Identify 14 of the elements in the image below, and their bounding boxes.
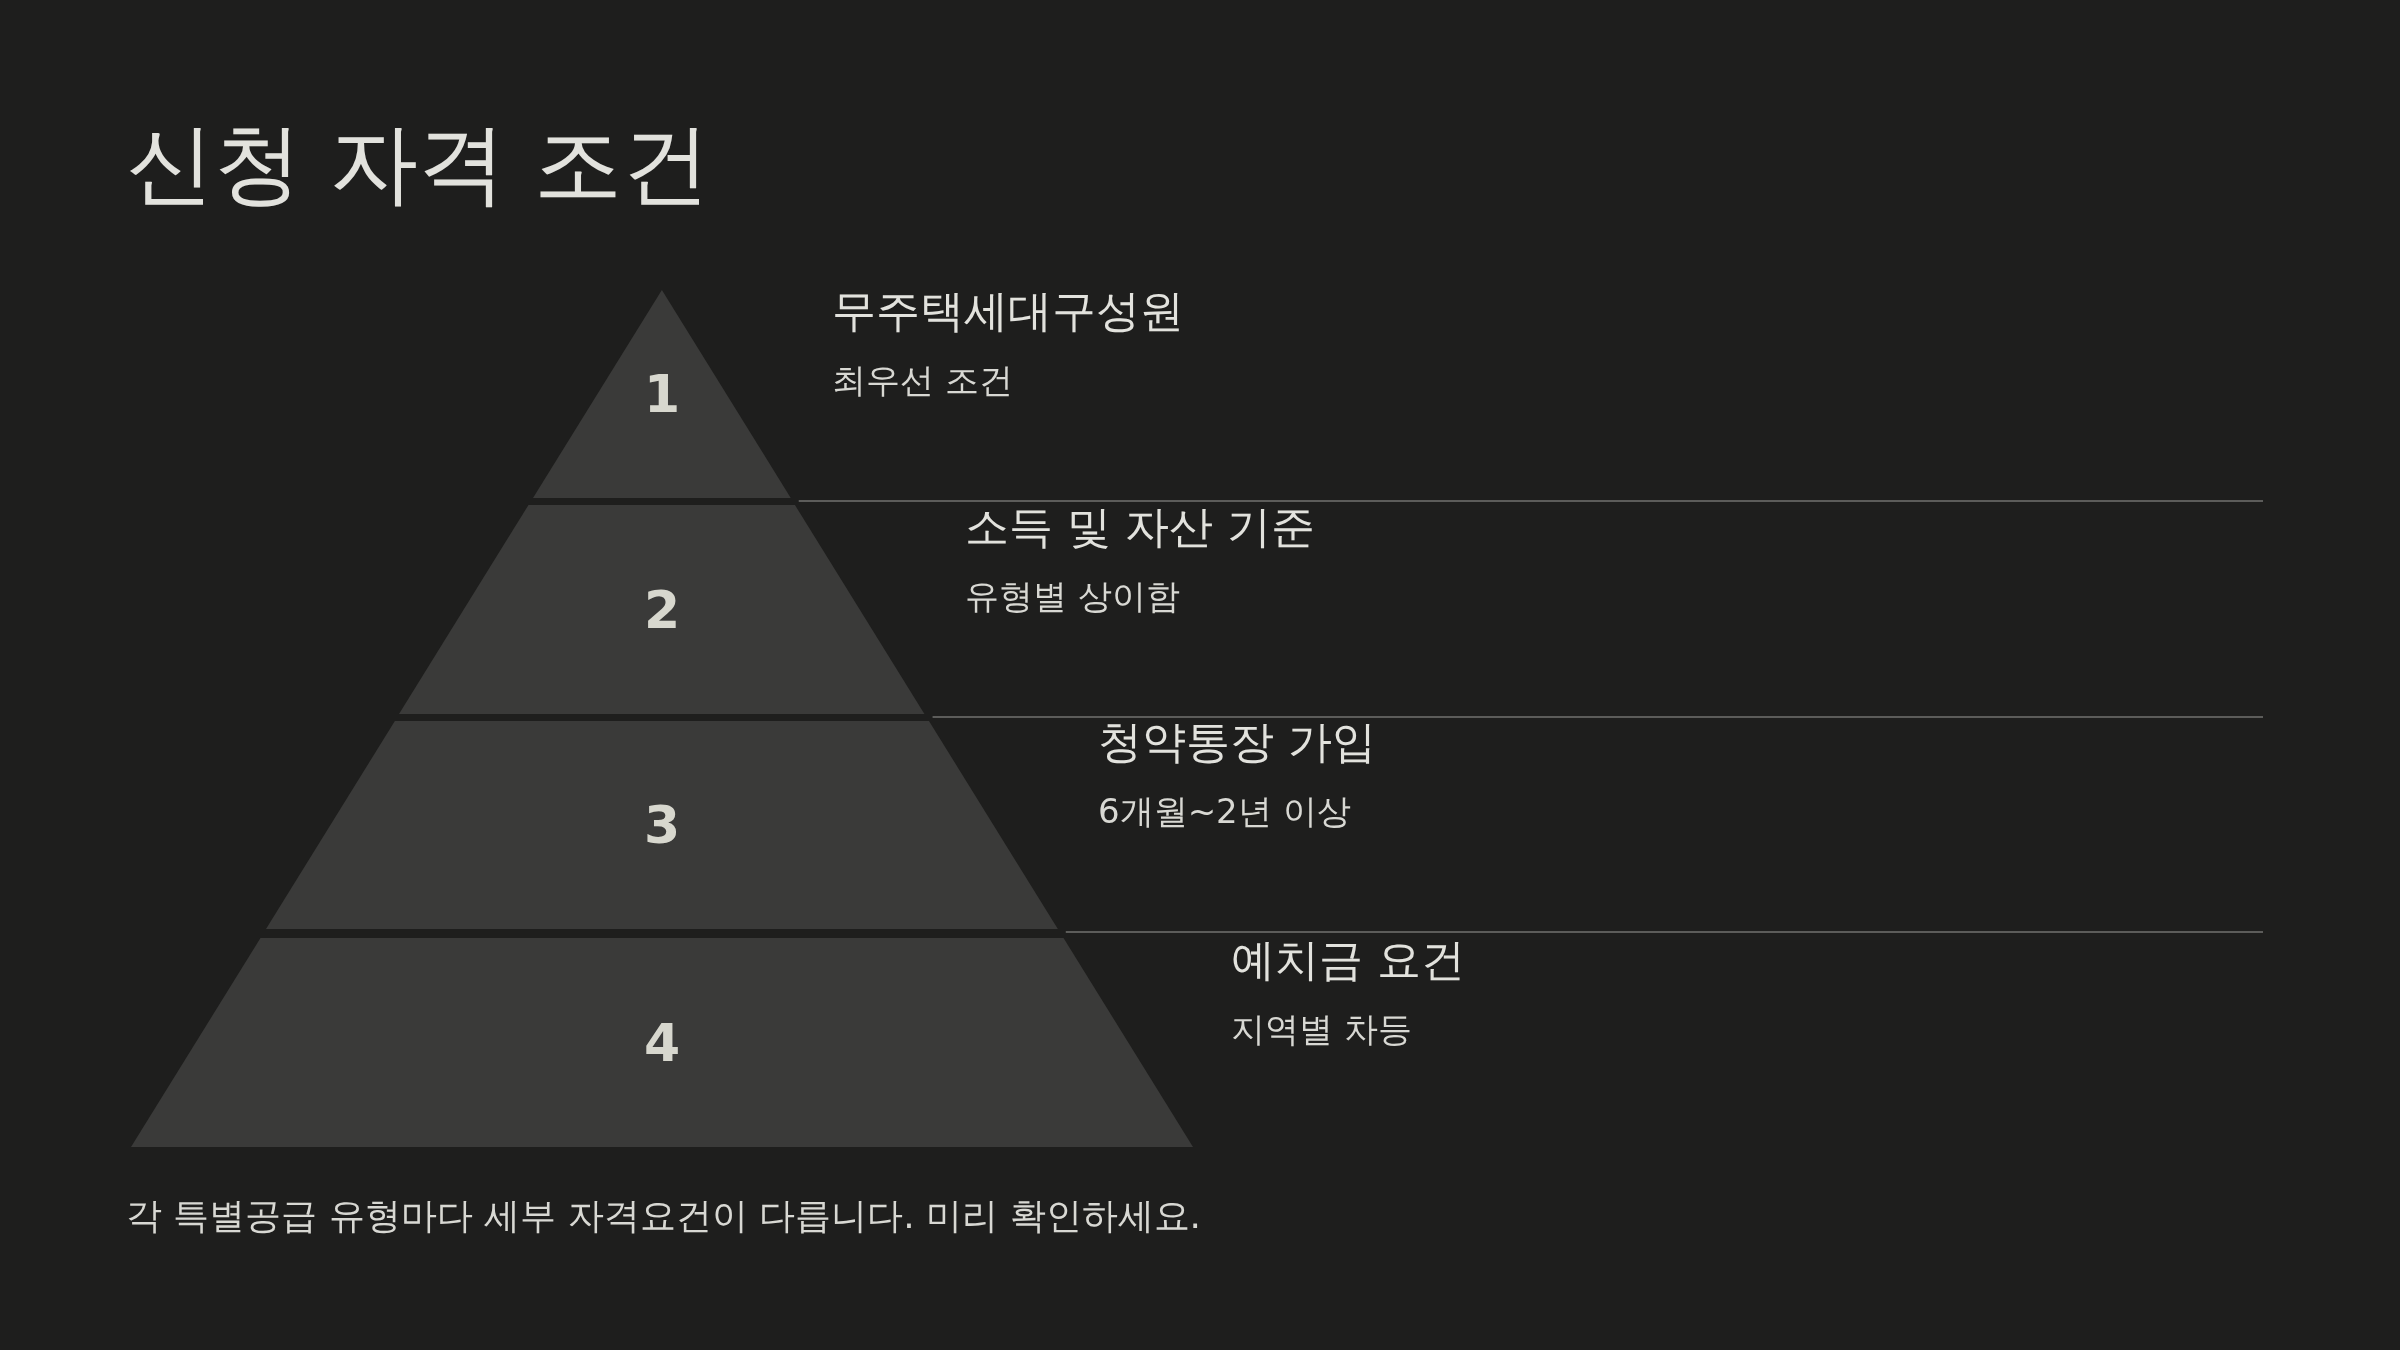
tier-description: 최우선 조건 xyxy=(832,359,1013,402)
tier-heading: 소득 및 자산 기준 xyxy=(965,499,1315,554)
tier-heading: 청약통장 가입 xyxy=(1098,715,1376,769)
tier-description: 지역별 차등 xyxy=(1231,1007,1412,1051)
tier-heading: 예치금 요건 xyxy=(1231,932,1465,987)
tier-description: 유형별 상이함 xyxy=(965,574,1180,618)
footnote: 각 특별공급 유형마다 세부 자격요건이 다릅니다. 미리 확인하세요. xyxy=(126,1194,1201,1238)
tier-number: 4 xyxy=(643,1012,681,1073)
tier-number: 1 xyxy=(643,364,681,424)
slide-title: 신청 자격 조건 xyxy=(126,111,710,217)
tier-number: 2 xyxy=(643,579,681,640)
tier-number: 3 xyxy=(643,795,681,855)
tier-heading: 무주택세대구성원 xyxy=(832,284,1184,338)
tier-description: 6개월~2년 이상 xyxy=(1098,790,1351,833)
